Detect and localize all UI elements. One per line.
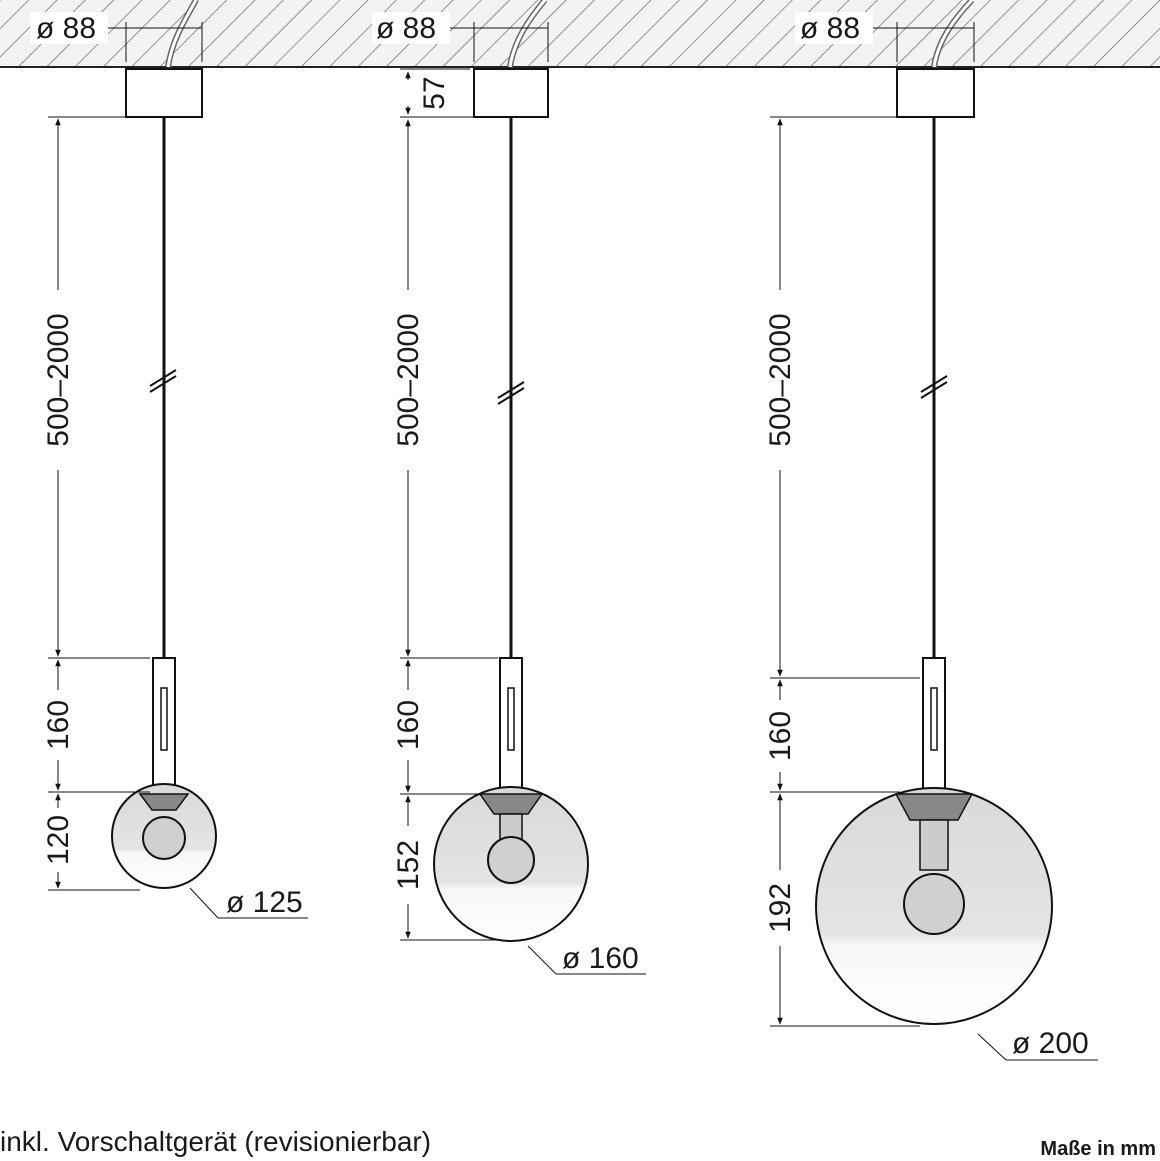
- socket: [138, 793, 190, 811]
- canopy: [473, 68, 549, 118]
- bulb: [903, 873, 965, 935]
- lamp-2-canopy-diameter: ø 88: [376, 12, 436, 45]
- socket: [894, 793, 974, 821]
- lamp-2-globe-diameter: ø 160: [562, 942, 639, 975]
- lamp-1-cable-length: 500–2000: [42, 313, 75, 446]
- bulb: [142, 816, 186, 860]
- lamp-3-globe-diameter: ø 200: [1012, 1027, 1089, 1060]
- lamp-1-stem-length: 160: [42, 700, 75, 750]
- lamp-1: [30, 0, 308, 919]
- lamp-1-canopy-diameter: ø 88: [36, 12, 96, 45]
- lamp-3-cable-length: 500–2000: [764, 313, 797, 446]
- lamp-2-globe-height: 152: [392, 840, 425, 890]
- break-mark: [920, 381, 948, 399]
- lamp-3: [770, 0, 1098, 1061]
- footnote: inkl. Vorschaltgerät (revisionierbar): [0, 1126, 432, 1157]
- units-note: Maße in mm: [1040, 1138, 1156, 1160]
- canopy-diameter-label-bg: [30, 12, 108, 44]
- lamp-2-cable-length: 500–2000: [392, 313, 425, 446]
- lamp-2: [372, 0, 646, 975]
- ceiling: [0, 0, 1160, 68]
- bulb: [487, 836, 535, 884]
- canopy: [125, 68, 203, 118]
- lamp-2-canopy-height: 57: [418, 76, 451, 109]
- lamp-1-globe-height: 120: [42, 815, 75, 865]
- stem: [152, 657, 176, 793]
- lamp-2-stem-length: 160: [392, 700, 425, 750]
- break-mark: [149, 375, 177, 393]
- canopy: [896, 68, 975, 118]
- stem: [922, 657, 946, 793]
- lamp-3-stem-length: 160: [764, 711, 797, 761]
- socket: [478, 793, 544, 815]
- break-mark: [497, 387, 525, 405]
- lamp-3-globe-height: 192: [764, 883, 797, 933]
- lamp-3-canopy-diameter: ø 88: [800, 12, 860, 45]
- stem: [499, 657, 523, 793]
- lamp-1-globe-diameter: ø 125: [226, 886, 303, 919]
